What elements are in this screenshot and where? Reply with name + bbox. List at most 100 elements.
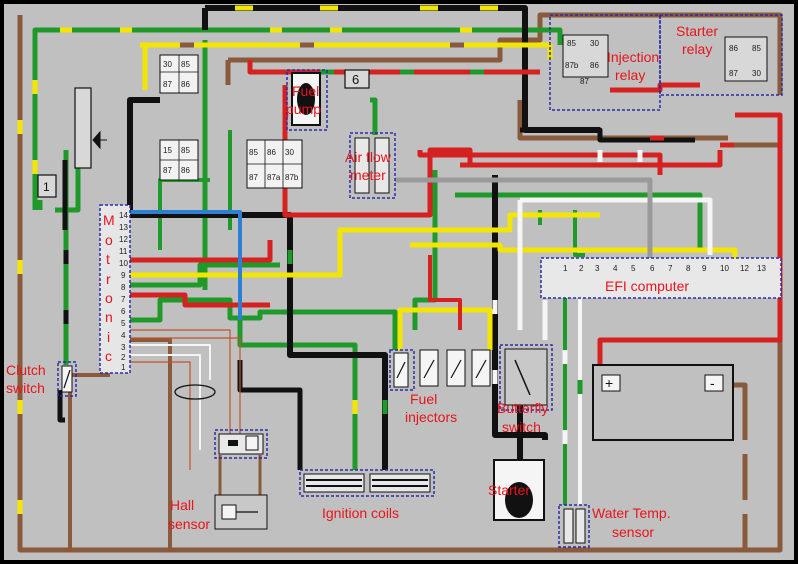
fuel-pump-motor: [297, 83, 315, 115]
motronic-pin-8: 8: [121, 283, 126, 292]
block-b-pin-4: 86: [181, 166, 190, 175]
st-pin-30: 30: [752, 69, 761, 78]
air-flow-meter-label-1: Air flow: [345, 149, 392, 165]
efi-pin-7: 7: [668, 264, 673, 273]
block-b-pin-2: 85: [181, 146, 190, 155]
starter-relay-label-2: relay: [682, 41, 712, 57]
block-c-pin-3: 30: [285, 148, 294, 157]
wire-black-mot: [130, 212, 388, 470]
efi-pin-10: 10: [720, 264, 729, 273]
motronic-pin-13: 13: [119, 223, 128, 232]
block-a-pin-4: 86: [181, 80, 190, 89]
battery-plus: +: [605, 375, 613, 391]
motronic-pin-2: 2: [121, 353, 126, 362]
efi-pin-4: 4: [613, 264, 618, 273]
battery-minus: -: [710, 375, 715, 391]
motronic-letter-4: r: [106, 271, 111, 287]
motronic-pin-14: 14: [119, 211, 128, 220]
motronic-pin-11: 11: [119, 247, 128, 256]
wire-green-afm: [370, 97, 378, 135]
wire-green-right: [455, 192, 703, 250]
wire-yellow-efi2: [410, 242, 738, 260]
efi-pin-3: 3: [595, 264, 600, 273]
block-c-pin-2: 86: [267, 148, 276, 157]
wire-red-mot: [130, 240, 273, 308]
resistor-block: [74, 87, 92, 169]
butterfly-switch-label-1: Butterfly: [497, 400, 548, 416]
motronic-pin-5: 5: [121, 319, 126, 328]
wire-black-mid: [127, 8, 208, 215]
block-c-pin-5: 87a: [267, 173, 281, 182]
clutch-switch-box: [57, 361, 77, 397]
butterfly-switch-box: [499, 344, 553, 411]
wire-white-efi: [517, 197, 713, 340]
wire-yellow-inj: [397, 307, 493, 350]
block-a-pin-3: 87: [163, 80, 172, 89]
hall-sensor-label-1: Hall: [170, 497, 194, 513]
left-components: 1: [37, 87, 107, 198]
butterfly-switch-label-2: switch: [502, 419, 541, 435]
efi-pin-6: 6: [650, 264, 655, 273]
inj-pin-87: 87: [580, 77, 589, 86]
motronic-pin-10: 10: [119, 259, 128, 268]
efi-computer-box: [540, 257, 782, 299]
hall-connector-box: [214, 429, 268, 459]
wire-grey-afm: [395, 177, 653, 258]
relay-block-c: 85 86 30 87 87a 87b: [246, 139, 303, 189]
motronic-letter-1: M: [103, 212, 115, 228]
motronic-box: [99, 204, 131, 374]
injection-relay-label-1: Injection: [607, 49, 659, 65]
diode-icon: [92, 130, 107, 150]
wire-red-top: [247, 60, 540, 75]
water-temp-label-2: sensor: [612, 524, 654, 540]
small-box-number: 1: [43, 180, 50, 194]
wire-green-top: [32, 27, 563, 210]
water-temp-label-1: Water Temp.: [592, 505, 671, 521]
injector-box-1: [389, 349, 415, 391]
clutch-switch-label-2: switch: [6, 380, 45, 396]
starter-relay: 86 85 87 30 Starter relay: [659, 14, 783, 96]
motronic-letter-7: i: [107, 329, 110, 345]
motronic-pin-3: 3: [121, 343, 126, 352]
fuel-injectors: Fuel injectors: [389, 349, 491, 425]
st-pin-85: 85: [752, 44, 761, 53]
motronic-pin-6: 6: [121, 307, 126, 316]
starter-label: Starter: [488, 482, 530, 498]
block-c-pin-1: 85: [249, 148, 258, 157]
fuel-pump-box: [286, 69, 328, 131]
hall-wire-loom: [174, 384, 216, 400]
fuse-number: 6: [352, 72, 359, 87]
air-flow-meter-box: [349, 132, 396, 199]
block-b-pin-1: 15: [163, 146, 172, 155]
wire-black-left: [57, 160, 68, 423]
efi-pin-8: 8: [686, 264, 691, 273]
st-pin-87: 87: [729, 69, 738, 78]
wire-brown-mid: [130, 338, 172, 548]
efi-pin-13: 13: [757, 264, 766, 273]
starter-relay-box: [659, 14, 783, 96]
wire-red-right: [417, 150, 723, 175]
motronic-pin-4: 4: [121, 331, 126, 340]
efi-pin-5: 5: [631, 264, 636, 273]
fuel-pump-label-2: pump: [286, 101, 321, 117]
motronic: M o t r o n i c 14 13 12 11 10 9 8 7 6 5…: [99, 204, 131, 374]
ignition-coils: Ignition coils: [299, 469, 435, 521]
small-box-1: [37, 174, 57, 198]
inj-pin-85: 85: [567, 39, 576, 48]
motronic-letter-8: c: [105, 348, 112, 364]
fuel-pump-label-1: Fuel: [292, 83, 319, 99]
wire-green-mot: [130, 297, 398, 350]
efi-computer-label: EFI computer: [605, 278, 689, 294]
wire-red-batt: [597, 112, 783, 365]
block-c-pin-4: 87: [249, 173, 258, 182]
inj-pin-30: 30: [590, 39, 599, 48]
injection-relay-label-2: relay: [615, 67, 645, 83]
starter-relay-body: [724, 36, 768, 82]
air-flow-meter-label-2: meter: [350, 167, 386, 183]
butterfly-switch: Butterfly switch: [497, 344, 553, 435]
efi-pins: 1 2 3 4 5 6 7 8 9 10 12 13: [563, 264, 766, 273]
fuse-6: 6: [344, 69, 370, 89]
water-temp-sensor-box: [558, 504, 590, 548]
efi-pin-12: 12: [740, 264, 749, 273]
